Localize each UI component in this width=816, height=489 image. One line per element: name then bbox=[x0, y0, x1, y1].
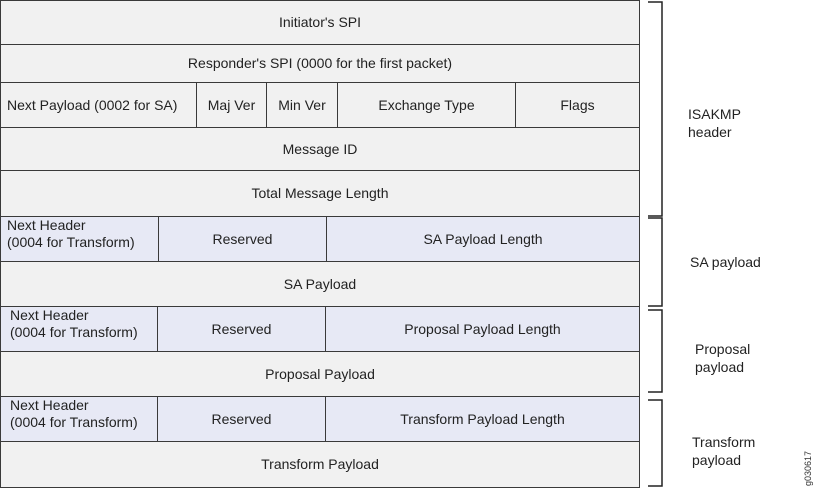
transform-payload-bracket bbox=[646, 398, 666, 488]
min-ver-label: Min Ver bbox=[278, 96, 326, 113]
proposal-payload-bracket bbox=[646, 308, 666, 394]
transform-payload-length-field: Transform Payload Length bbox=[325, 396, 640, 442]
proposal-next-header-field: Next Header (0004 for Transform) bbox=[0, 306, 158, 352]
total-message-length-label: Total Message Length bbox=[251, 185, 389, 201]
transform-next-header-line2: (0004 for Transform) bbox=[10, 414, 138, 430]
initiator-spi-label: Initiator's SPI bbox=[278, 14, 362, 30]
sa-payload-side-label: SA payload bbox=[690, 253, 761, 271]
sa-next-header-field: Next Header (0004 for Transform) bbox=[0, 216, 159, 262]
sa-payload-field: SA Payload bbox=[0, 261, 640, 307]
isakmp-header-bracket bbox=[646, 0, 666, 218]
next-payload-field: Next Payload (0002 for SA) bbox=[0, 82, 197, 128]
isakmp-bracket-shape bbox=[648, 1, 663, 217]
transform-payload-length-label: Transform Payload Length bbox=[400, 410, 565, 427]
sa-payload-length-field: SA Payload Length bbox=[326, 216, 640, 262]
isakmp-header-label: ISAKMP header bbox=[688, 105, 741, 141]
initiator-spi-field: Initiator's SPI bbox=[0, 0, 640, 45]
transform-label-line1: Transform bbox=[692, 434, 756, 450]
sa-next-header-line1: Next Header bbox=[7, 217, 86, 233]
maj-ver-field: Maj Ver bbox=[196, 82, 267, 128]
responder-spi-field: Responder's SPI (0000 for the first pack… bbox=[0, 44, 640, 83]
isakmp-label-line1: ISAKMP bbox=[688, 106, 741, 122]
sa-payload-bracket bbox=[646, 216, 666, 308]
min-ver-field: Min Ver bbox=[266, 82, 338, 128]
sa-next-header-line2: (0004 for Transform) bbox=[7, 234, 135, 250]
transform-payload-field: Transform Payload bbox=[0, 441, 640, 488]
transform-reserved-label: Reserved bbox=[211, 410, 272, 427]
message-id-field: Message ID bbox=[0, 127, 640, 171]
total-message-length-field: Total Message Length bbox=[0, 170, 640, 217]
proposal-label-line1: Proposal bbox=[695, 341, 751, 357]
transform-next-header-field: Next Header (0004 for Transform) bbox=[0, 396, 158, 442]
transform-bracket-shape bbox=[648, 399, 663, 487]
proposal-reserved-label: Reserved bbox=[211, 320, 272, 337]
message-id-label: Message ID bbox=[282, 140, 358, 157]
proposal-payload-length-label: Proposal Payload Length bbox=[404, 320, 561, 337]
transform-next-header-line1: Next Header bbox=[10, 397, 89, 413]
sa-reserved-field: Reserved bbox=[158, 216, 327, 262]
transform-payload-side-label: Transform payload bbox=[692, 433, 755, 469]
next-payload-label: Next Payload (0002 for SA) bbox=[7, 96, 178, 113]
sa-label-text: SA payload bbox=[690, 254, 761, 270]
exchange-type-field: Exchange Type bbox=[337, 82, 516, 128]
proposal-payload-field: Proposal Payload bbox=[0, 351, 640, 397]
sa-reserved-label: Reserved bbox=[212, 230, 273, 247]
maj-ver-label: Maj Ver bbox=[207, 96, 256, 113]
proposal-payload-label: Proposal Payload bbox=[265, 365, 375, 382]
proposal-bracket-shape bbox=[648, 309, 663, 393]
transform-reserved-field: Reserved bbox=[157, 396, 326, 442]
sa-payload-label: SA Payload bbox=[283, 275, 357, 292]
flags-label: Flags bbox=[560, 96, 595, 113]
proposal-payload-length-field: Proposal Payload Length bbox=[325, 306, 640, 352]
proposal-next-header-line1: Next Header bbox=[10, 307, 89, 323]
proposal-next-header-line2: (0004 for Transform) bbox=[10, 324, 138, 340]
responder-spi-label: Responder's SPI (0000 for the first pack… bbox=[187, 55, 453, 71]
sa-bracket-shape bbox=[648, 217, 663, 307]
exchange-type-label: Exchange Type bbox=[378, 96, 475, 113]
sa-payload-length-label: SA Payload Length bbox=[423, 230, 543, 247]
transform-label-line2: payload bbox=[692, 452, 742, 468]
isakmp-label-line2: header bbox=[688, 124, 732, 140]
figure-id: g030617 bbox=[803, 450, 813, 486]
proposal-label-line2: payload bbox=[695, 359, 745, 375]
transform-payload-label: Transform Payload bbox=[261, 456, 379, 472]
flags-field: Flags bbox=[515, 82, 640, 128]
proposal-reserved-field: Reserved bbox=[157, 306, 326, 352]
proposal-payload-side-label: Proposal payload bbox=[695, 340, 750, 376]
